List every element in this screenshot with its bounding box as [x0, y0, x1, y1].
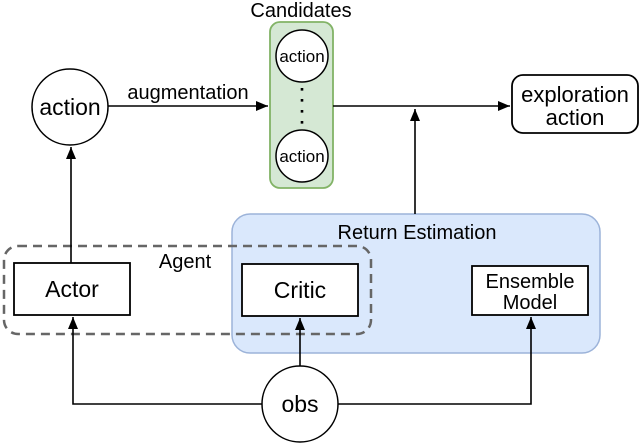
exploration-action-label-line2: action	[546, 105, 605, 130]
exploration-action-label-line1: exploration	[521, 82, 629, 107]
ensemble-model-label-line2: Model	[503, 292, 557, 314]
ensemble-model-node	[471, 265, 589, 316]
obs-to-ensemble-arrow	[338, 317, 536, 405]
obs-label: obs	[281, 391, 318, 417]
ensemble-model-label-line1: Ensemble	[486, 271, 575, 293]
exploration-action-node	[511, 74, 639, 134]
candidate-action-bottom-node	[275, 129, 329, 183]
actor-node	[13, 262, 131, 316]
agent-label: Agent	[159, 251, 212, 273]
obs-to-actor-arrow	[68, 317, 262, 405]
candidates-label: Candidates	[250, 0, 351, 22]
agent-group-box	[2, 244, 373, 336]
return-estimation-group-box	[231, 213, 601, 354]
critic-node	[241, 263, 359, 317]
augmentation-label: augmentation	[127, 82, 248, 104]
action-source-label: action	[39, 94, 100, 120]
candidate-action-top-node	[275, 29, 329, 83]
action-source-node	[31, 68, 109, 146]
actor-label: Actor	[45, 276, 99, 302]
candidate-action-bottom-label: action	[279, 147, 324, 166]
candidate-action-top-label: action	[279, 47, 324, 66]
critic-label: Critic	[274, 277, 326, 303]
return-estimation-label: Return Estimation	[338, 222, 497, 244]
